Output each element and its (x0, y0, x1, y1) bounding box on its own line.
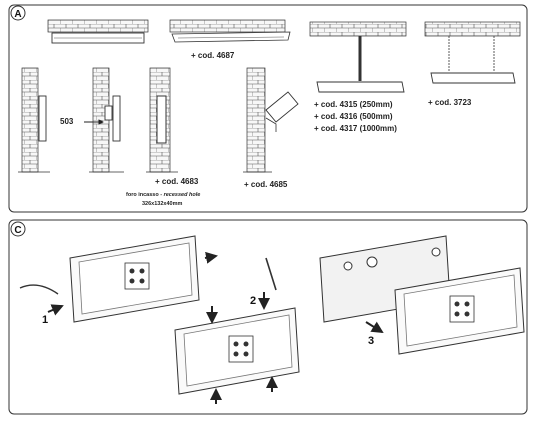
pendant-cable-fig (424, 21, 521, 84)
label-503: 503 (60, 117, 74, 126)
label-cod-4315: + cod. 4315 (250mm) (314, 100, 393, 109)
label-recessed-hole: foro incasso - recessed hole (126, 192, 200, 198)
ceiling-surface-fig (47, 19, 149, 44)
label-recessed-italic: recessed hole (164, 192, 201, 198)
panel-a-tag: A (14, 9, 21, 20)
step-2: 2 (250, 295, 256, 307)
ceiling-recessed-fig (169, 19, 291, 43)
label-cod-4316: + cod. 4316 (500mm) (314, 112, 393, 121)
label-cod-4685: + cod. 4685 (244, 180, 288, 189)
label-cod-4687: + cod. 4687 (191, 51, 235, 60)
label-cod-4317: + cod. 4317 (1000mm) (314, 124, 397, 133)
panel-c-tag-circle (10, 221, 26, 237)
fixture-step3 (319, 235, 525, 355)
wall-surface-fig (18, 67, 50, 173)
panel-a: A + cod. 4687 + cod. 4315 (250mm) + cod.… (8, 4, 528, 213)
label-dims: 326x132x40mm (142, 201, 182, 207)
panel-a-tag-circle (10, 5, 26, 21)
label-cod-3723: + cod. 3723 (428, 98, 472, 107)
panel-c-tag: C (14, 225, 21, 236)
fixture-step1 (19, 235, 218, 323)
label-foro-prefix: foro incasso - (126, 192, 164, 198)
step-1: 1 (42, 314, 48, 326)
label-cod-4683: + cod. 4683 (155, 177, 199, 186)
wall-flag-fig (243, 67, 299, 173)
step-3: 3 (368, 335, 374, 347)
pendant-rod-fig (309, 21, 407, 93)
wall-recessed-fig (146, 67, 178, 173)
panel-c: C 1 2 (8, 219, 528, 415)
wall-503-fig (84, 67, 124, 173)
fixture-step2 (174, 257, 300, 404)
